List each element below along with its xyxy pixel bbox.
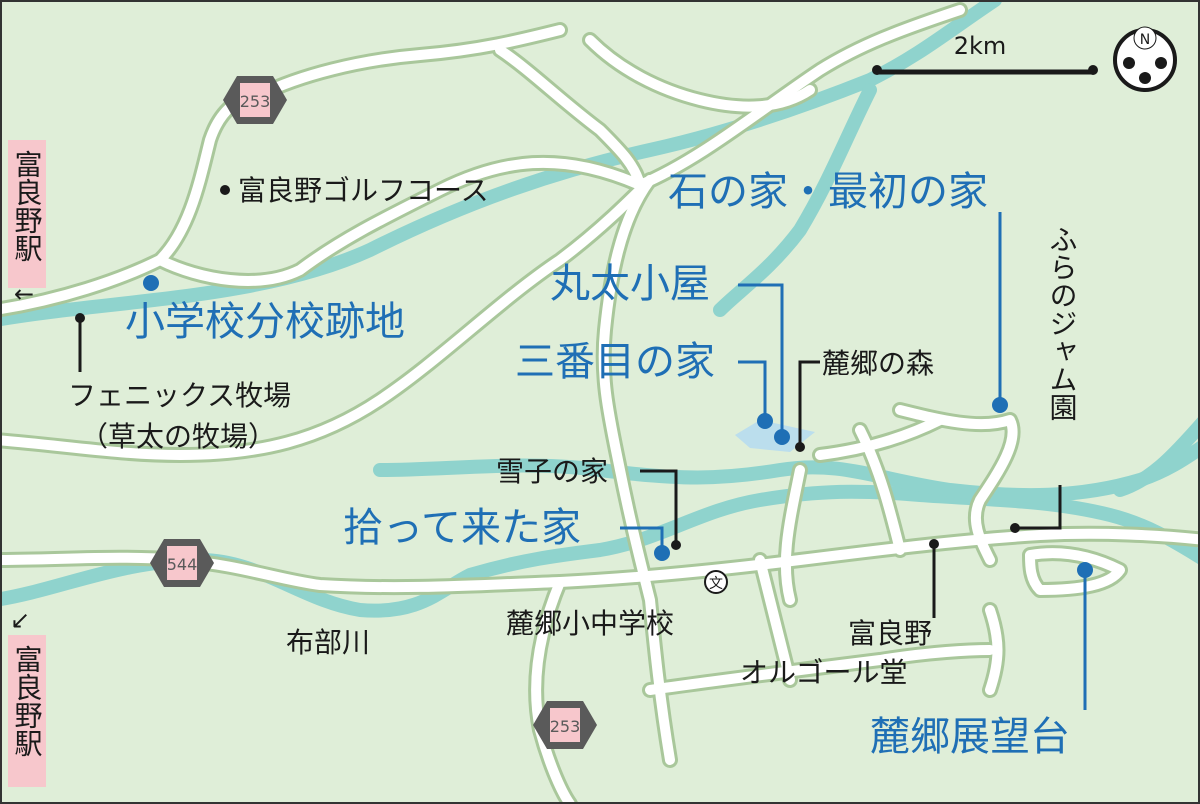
label-school: 麓郷小中学校	[506, 607, 674, 640]
label-phoenix-1: フェニックス牧場	[68, 379, 291, 412]
road	[598, 175, 675, 765]
marker-forest	[795, 442, 805, 452]
route-number: 253	[240, 92, 271, 111]
svg-text:文: 文	[709, 576, 723, 592]
label-jam: ふらのジャム園	[1046, 225, 1079, 421]
route-shield-253-bottom: 253	[533, 701, 597, 749]
label-river-nunobe: 布部川	[286, 626, 370, 659]
route-shield-253-top: 253	[223, 76, 287, 124]
marker-golf	[220, 185, 230, 195]
road	[645, 645, 995, 695]
marker-phoenix	[75, 313, 85, 323]
label-maruta-koya: 丸太小屋	[550, 261, 710, 307]
compass-label: N	[1140, 32, 1150, 48]
arrow-icon: ←	[14, 280, 34, 308]
river-east	[713, 83, 877, 317]
road	[495, 45, 645, 190]
road	[0, 175, 655, 460]
marker-shogakko	[143, 275, 159, 291]
label-orgel-1: 富良野	[848, 617, 932, 650]
marker-ishi	[992, 397, 1008, 413]
marker-yukiko	[671, 540, 681, 550]
station-bottom: ↙ 富良野駅	[8, 606, 46, 787]
marker-sanbanme	[757, 413, 773, 429]
river-branch	[1113, 415, 1200, 497]
marker-tenbodai	[1077, 562, 1093, 578]
marker-maruta	[774, 429, 790, 445]
road	[255, 25, 565, 100]
leader-lines	[78, 212, 1087, 710]
label-tenbodai: 麓郷展望台	[870, 714, 1070, 760]
marker-hirotte	[654, 545, 670, 561]
label-sanbanme: 三番目の家	[515, 339, 715, 385]
road	[985, 605, 1003, 695]
road	[815, 415, 945, 460]
label-hirotte: 拾って来た家	[343, 505, 581, 551]
markers	[75, 185, 1093, 578]
scale-bar: 2km	[872, 32, 1098, 75]
station-top-label: 富良野駅	[11, 150, 44, 262]
station-top: 富良野駅 ←	[8, 140, 46, 308]
label-shogakko: 小学校分校跡地	[125, 299, 405, 345]
road	[635, 5, 965, 190]
road	[780, 465, 805, 605]
road	[895, 405, 1018, 565]
road	[755, 555, 795, 685]
marker-orgel	[929, 539, 939, 549]
station-bottom-label: 富良野駅	[11, 645, 44, 757]
road	[155, 157, 645, 286]
route-number: 544	[167, 555, 198, 574]
road	[1025, 548, 1125, 595]
scale-label: 2km	[954, 32, 1007, 60]
marker-jam	[1010, 523, 1020, 533]
route-number: 253	[550, 717, 581, 736]
road	[0, 90, 265, 315]
road	[585, 35, 815, 112]
route-shield-544: 544	[150, 539, 214, 587]
arrow-icon: ↙	[10, 606, 30, 634]
label-ishi-no-ie: 石の家・最初の家	[668, 169, 988, 215]
label-forest: 麓郷の森	[822, 347, 934, 380]
label-phoenix-2: （草太の牧場）	[80, 420, 276, 453]
label-orgel-2: オルゴール堂	[740, 656, 907, 689]
school-icon: 文	[704, 570, 728, 594]
label-golf: 富良野ゴルフコース	[238, 174, 489, 207]
compass-icon: N	[1113, 26, 1177, 92]
label-yukiko: 雪子の家	[496, 455, 608, 488]
